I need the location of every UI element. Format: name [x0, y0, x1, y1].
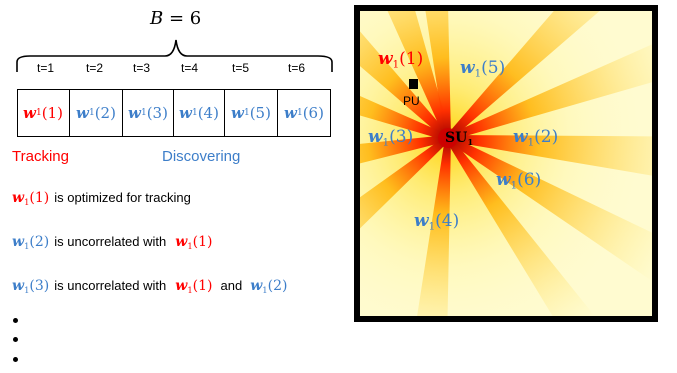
- map-w1-3: w1(3): [368, 127, 414, 149]
- budget-brace: [16, 39, 333, 72]
- statement-2: w1(2) is uncorrelated with w1(1): [12, 234, 213, 250]
- pu-label: PU: [403, 94, 420, 108]
- time-label-1: t=1: [37, 61, 55, 75]
- s1-arg: (1): [29, 190, 50, 206]
- statement-3-text: is uncorrelated with: [54, 278, 167, 293]
- m5-w: w: [460, 58, 475, 78]
- s2-ref-sub: 1: [187, 240, 193, 251]
- ellipsis-dot-1: [13, 318, 18, 323]
- s3-sub: 1: [24, 284, 30, 295]
- map-w1-2: w1(2): [513, 127, 559, 149]
- statement-2-text: is uncorrelated with: [54, 234, 167, 249]
- time-label-4: t=4: [181, 61, 199, 75]
- map-w1-5: w1(5): [460, 58, 506, 80]
- s3-ref2-sub: 1: [262, 284, 268, 295]
- m1-arg: (1): [399, 49, 424, 69]
- discovering-label: Discovering: [162, 148, 241, 165]
- m3-w: w: [368, 127, 383, 147]
- s2-sub: 1: [24, 240, 30, 251]
- map-w1-6: w1(6): [496, 170, 542, 192]
- slot-4-w: w: [179, 104, 192, 122]
- time-label-6: t=6: [288, 61, 306, 75]
- slot-3-arg: (3): [146, 104, 168, 122]
- statement-1-text: is optimized for tracking: [54, 190, 191, 205]
- s1-sub: 1: [24, 196, 30, 207]
- statement-1-w: w1(1): [12, 190, 49, 206]
- budget-label: B = 6: [150, 8, 201, 29]
- time-label-3: t=3: [133, 61, 151, 75]
- s2-ref-w: w: [175, 234, 188, 250]
- ellipsis-dot-2: [13, 337, 18, 342]
- s3-ref2-arg: (2): [267, 278, 288, 294]
- statement-3-w: w1(3): [12, 278, 49, 294]
- map-w1-4: w1(4): [414, 211, 460, 233]
- s2-ref-arg: (1): [192, 234, 213, 250]
- m6-arg: (6): [517, 170, 542, 190]
- slot-2-arg: (2): [94, 104, 116, 122]
- pu-marker: [409, 79, 418, 89]
- m2-sub: 1: [527, 137, 535, 149]
- m4-arg: (4): [435, 211, 460, 231]
- beam-map: w1(1) w1(5) w1(3) w1(2) w1(6) w1(4) PU S…: [354, 5, 658, 322]
- statement-3-ref2: w1(2): [250, 278, 287, 294]
- slot-3-w: w: [128, 104, 141, 122]
- budget-value: = 6: [168, 8, 202, 29]
- s3-arg: (3): [29, 278, 50, 294]
- time-label-5: t=5: [232, 61, 250, 75]
- s3-ref2-w: w: [250, 278, 263, 294]
- su-label: SU1: [445, 130, 473, 146]
- s2-arg: (2): [29, 234, 50, 250]
- slot-6-arg: (6): [302, 104, 324, 122]
- statement-2-ref: w1(1): [175, 234, 212, 250]
- tracking-label: Tracking: [12, 148, 69, 165]
- m5-arg: (5): [481, 58, 506, 78]
- s2-w: w: [12, 234, 25, 250]
- beam-rays: [360, 11, 652, 316]
- ellipsis-dot-3: [13, 357, 18, 362]
- s1-w: w: [12, 190, 25, 206]
- slot-6-w: w: [284, 104, 297, 122]
- su-label-sub: 1: [467, 136, 474, 147]
- m3-arg: (3): [389, 127, 414, 147]
- statement-3-and: and: [220, 278, 243, 293]
- time-label-2: t=2: [86, 61, 104, 75]
- map-w1-1: w1(1): [378, 49, 424, 71]
- m6-w: w: [496, 170, 511, 190]
- budget-symbol: B: [150, 8, 164, 29]
- m6-sub: 1: [510, 180, 518, 192]
- m4-w: w: [414, 211, 429, 231]
- beam-pattern: [360, 11, 652, 316]
- statement-3: w1(3) is uncorrelated with w1(1) and w1(…: [12, 278, 287, 294]
- s3-ref1-w: w: [175, 278, 188, 294]
- m2-arg: (2): [534, 127, 559, 147]
- statement-3-ref1: w1(1): [175, 278, 212, 294]
- slot-5-arg: (5): [249, 104, 271, 122]
- m2-w: w: [513, 127, 528, 147]
- statement-2-w: w1(2): [12, 234, 49, 250]
- slot-2-w: w: [76, 104, 89, 122]
- slot-5-w: w: [231, 104, 244, 122]
- m4-sub: 1: [428, 221, 436, 233]
- statement-1: w1(1) is optimized for tracking: [12, 190, 196, 206]
- s3-ref1-arg: (1): [192, 278, 213, 294]
- m3-sub: 1: [382, 137, 390, 149]
- su-label-text: SU: [445, 130, 468, 146]
- slot-4-arg: (4): [197, 104, 219, 122]
- s3-w: w: [12, 278, 25, 294]
- slot-1-w: w: [23, 104, 36, 122]
- m1-w: w: [378, 49, 393, 69]
- m5-sub: 1: [474, 68, 482, 80]
- s3-ref1-sub: 1: [187, 284, 193, 295]
- m1-sub: 1: [392, 59, 400, 71]
- slot-1-arg: (1): [41, 104, 63, 122]
